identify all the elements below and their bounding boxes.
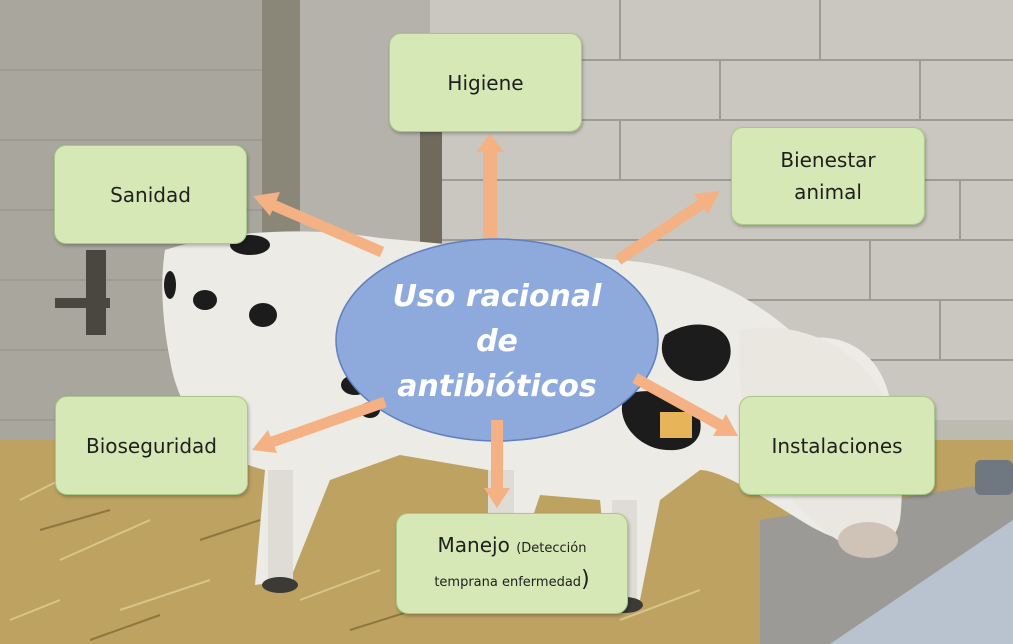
bioseguridad-label: Bioseguridad <box>85 433 218 458</box>
arrow-to-bienestar <box>614 198 707 265</box>
center-concept-label: Uso racional de antibióticos <box>336 240 658 442</box>
manejo-detail-line-2: temprana enfermedad <box>434 574 582 590</box>
box-higiene: Higiene <box>389 33 582 132</box>
manejo-label: Manejo <box>437 532 510 557</box>
manejo-detail-open: (Detección <box>516 540 587 556</box>
bienestar-label-line-2: animal <box>794 180 862 204</box>
sanidad-label: Sanidad <box>110 182 191 207</box>
box-instalaciones: Instalaciones <box>739 396 935 495</box>
bienestar-label-line-1: Bienestar <box>780 148 876 172</box>
arrow-to-manejo <box>484 420 510 508</box>
center-line-2: de <box>476 323 518 359</box>
arrow-to-bioseguridad <box>270 396 387 448</box>
arrow-to-higiene <box>476 134 504 238</box>
arrow-to-sanidad <box>270 199 385 258</box>
center-line-3: antibióticos <box>397 368 597 404</box>
manejo-detail-close: ) <box>581 566 590 592</box>
box-bienestar-animal: Bienestar animal <box>731 127 925 225</box>
box-manejo: Manejo (Detección temprana enfermedad) <box>396 513 628 614</box>
instalaciones-label: Instalaciones <box>771 433 903 458</box>
arrow-to-instalaciones <box>632 373 723 430</box>
manejo-line-1: Manejo (Detección <box>438 530 587 564</box>
manejo-line-2: temprana enfermedad) <box>434 564 589 598</box>
center-line-1: Uso racional <box>392 278 602 314</box>
higiene-label: Higiene <box>447 70 524 95</box>
box-sanidad: Sanidad <box>54 145 247 244</box>
box-bioseguridad: Bioseguridad <box>55 396 248 495</box>
